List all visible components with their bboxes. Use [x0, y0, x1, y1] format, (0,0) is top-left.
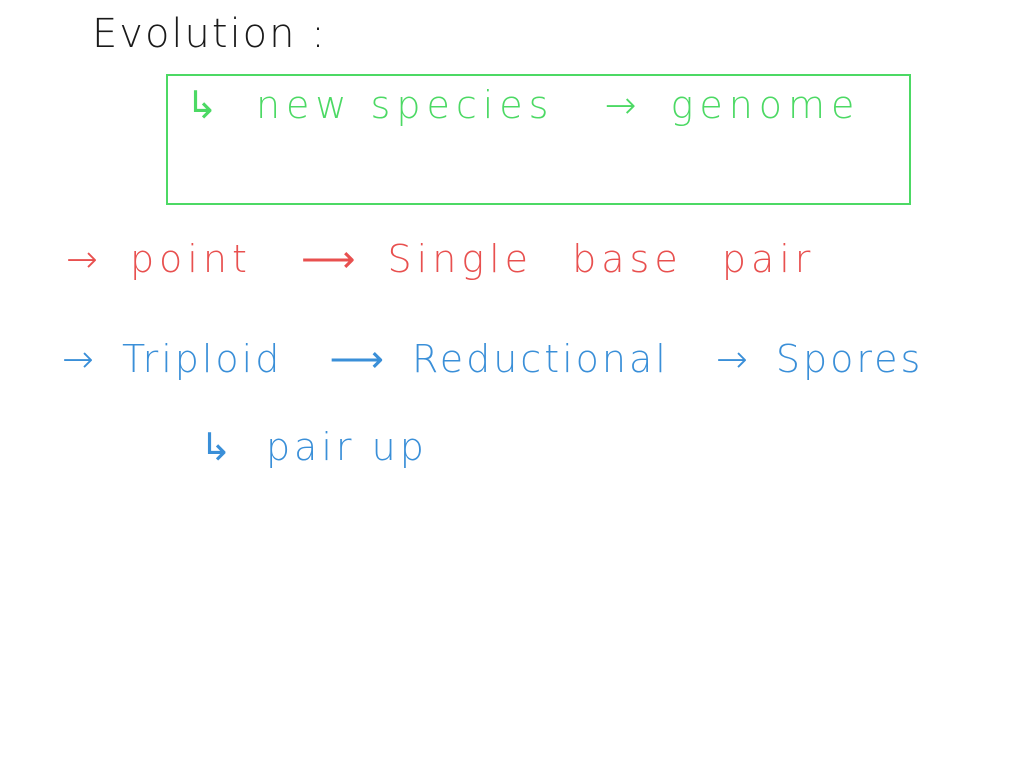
right-arrow-icon: → [604, 83, 643, 127]
note-subline-pair-up: ↳ pair up [200, 428, 450, 466]
note-word: pair [721, 237, 816, 281]
page-title: Evolution : [92, 11, 327, 57]
note-line-triploid: → Triploid ⟶ Reductional → Spores [52, 340, 945, 378]
note-term: new species [255, 83, 555, 127]
note-word: Single [387, 237, 534, 281]
note-text: pair up [265, 425, 428, 469]
note-term: point [129, 237, 252, 281]
note-word: Reductional [412, 337, 669, 381]
bullet-arrow-icon: → [62, 337, 97, 381]
note-result: Spores [775, 337, 924, 381]
note-result: genome [670, 83, 861, 127]
right-arrow-icon: ⟶ [329, 337, 387, 381]
bullet-arrow-icon: → [66, 237, 103, 281]
hook-arrow-icon: ↳ [200, 425, 236, 469]
note-line-species: ↳ new species → genome [186, 86, 882, 124]
hook-arrow-icon: ↳ [186, 83, 224, 127]
highlight-box [166, 74, 911, 205]
note-term: Triploid [121, 337, 283, 381]
note-word: base [572, 237, 683, 281]
right-arrow-icon: → [715, 337, 751, 381]
right-arrow-icon: ⟶ [300, 237, 361, 281]
note-line-point: → point ⟶ Single base pair [56, 240, 837, 278]
